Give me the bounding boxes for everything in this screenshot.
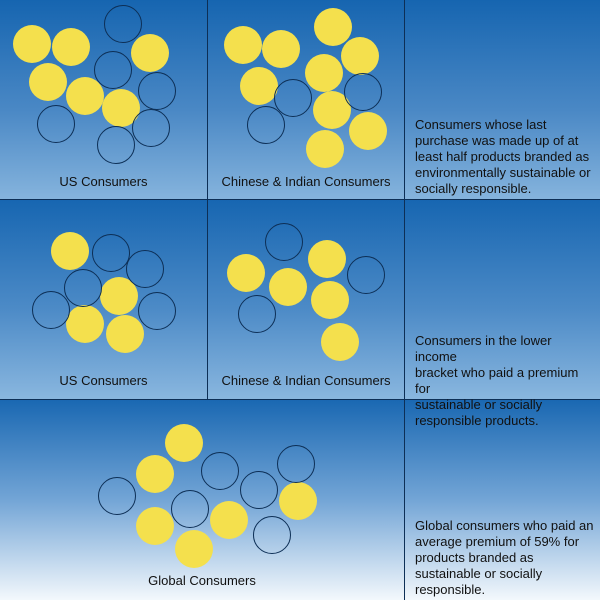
chart-label-global-consumers: Global Consumers (148, 573, 256, 588)
empty-dot (37, 105, 75, 143)
filled-dot (210, 501, 248, 539)
filled-dot (136, 507, 174, 545)
dot-array-chinese-indian-row2 (208, 200, 404, 400)
empty-dot (138, 292, 176, 330)
empty-dot (253, 516, 291, 554)
empty-dot (104, 5, 142, 43)
filled-dot (308, 240, 346, 278)
chart-label-us-consumers-row1: US Consumers (59, 174, 148, 189)
empty-dot (94, 51, 132, 89)
empty-dot (265, 223, 303, 261)
chart-label-us-consumers-row2: US Consumers (59, 373, 148, 388)
dot-array-global-consumers (0, 400, 404, 600)
empty-dot (247, 106, 285, 144)
filled-dot (136, 455, 174, 493)
empty-dot (277, 445, 315, 483)
filled-dot (314, 8, 352, 46)
filled-dot (240, 67, 278, 105)
description-row1: Consumers whose last purchase was made u… (415, 117, 591, 196)
empty-dot (92, 234, 130, 272)
filled-dot (165, 424, 203, 462)
empty-dot (132, 109, 170, 147)
row-divider (0, 399, 600, 400)
filled-dot (349, 112, 387, 150)
description-row2: Consumers in the lower income bracket wh… (415, 333, 579, 428)
filled-dot (29, 63, 67, 101)
empty-dot (138, 72, 176, 110)
empty-dot (344, 73, 382, 111)
empty-dot (347, 256, 385, 294)
empty-dot (98, 477, 136, 515)
chart-label-chinese-indian-row2: Chinese & Indian Consumers (221, 373, 391, 388)
filled-dot (52, 28, 90, 66)
dot-array-us-consumers-row2 (0, 200, 207, 400)
empty-dot (171, 490, 209, 528)
chart-label-chinese-indian-row1: Chinese & Indian Consumers (221, 174, 391, 189)
filled-dot (262, 30, 300, 68)
filled-dot (13, 25, 51, 63)
filled-dot (66, 305, 104, 343)
column-divider (207, 0, 208, 400)
empty-dot (201, 452, 239, 490)
row-divider (0, 199, 600, 200)
filled-dot (131, 34, 169, 72)
filled-dot (341, 37, 379, 75)
filled-dot (224, 26, 262, 64)
empty-dot (126, 250, 164, 288)
filled-dot (306, 130, 344, 168)
empty-dot (238, 295, 276, 333)
dot-array-us-consumers-row1 (0, 0, 207, 200)
empty-dot (64, 269, 102, 307)
dot-array-chinese-indian-row1 (208, 0, 404, 200)
filled-dot (51, 232, 89, 270)
filled-dot (106, 315, 144, 353)
filled-dot (269, 268, 307, 306)
filled-dot (311, 281, 349, 319)
filled-dot (279, 482, 317, 520)
filled-dot (175, 530, 213, 568)
empty-dot (274, 79, 312, 117)
empty-dot (32, 291, 70, 329)
filled-dot (66, 77, 104, 115)
empty-dot (97, 126, 135, 164)
filled-dot (305, 54, 343, 92)
filled-dot (227, 254, 265, 292)
column-divider (404, 0, 405, 600)
empty-dot (240, 471, 278, 509)
filled-dot (321, 323, 359, 361)
description-row3: Global consumers who paid an average pre… (415, 518, 594, 597)
